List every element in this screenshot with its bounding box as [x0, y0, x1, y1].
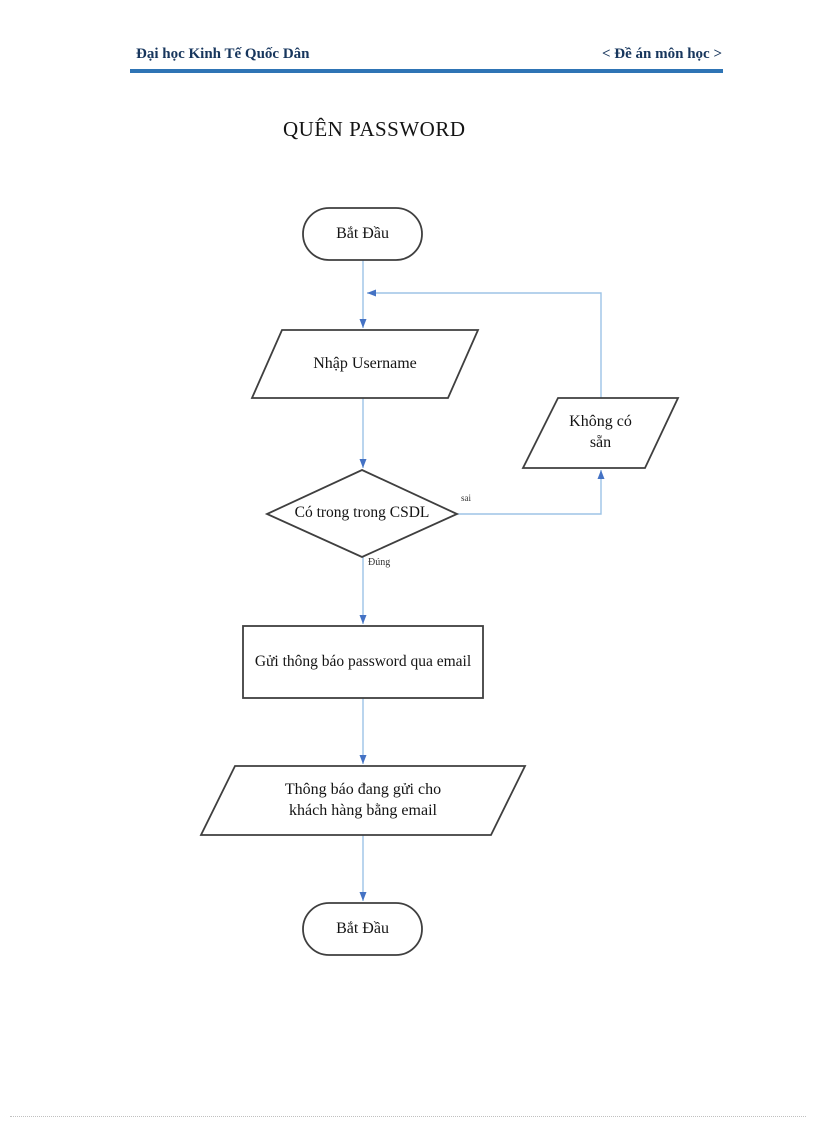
start-terminator-shape [302, 207, 423, 261]
header-left-text: Đại học Kinh Tế Quốc Dân [136, 46, 310, 62]
decision-label: Có trong trong CSDL [294, 504, 430, 522]
page-bottom-divider [10, 1116, 806, 1117]
not-available-label-line1: Không có [569, 413, 632, 431]
notify-email-label-line1: Thông báo đang gửi cho [284, 780, 442, 798]
send-password-rectangle-shape [242, 625, 484, 699]
notify-email-label: Thông báo đang gửi cho khách hàng bằng e… [201, 766, 525, 835]
header-rule [130, 69, 723, 73]
not-available-parallelogram-shape [521, 397, 680, 469]
edge-label-true: Đúng [368, 557, 391, 568]
edge-label-false: sai [461, 493, 471, 503]
connector-decision-to-notavailable [457, 470, 605, 515]
input-username-parallelogram-shape [250, 329, 480, 399]
not-available-label: Không có sẵn [523, 398, 678, 468]
header-right-text: < Đề án môn học > [601, 46, 722, 62]
end-node-label: Bắt Đầu [336, 919, 389, 937]
connector-notavailable-feedback [367, 289, 602, 398]
notify-email-label-line2: khách hàng bằng email [289, 801, 437, 819]
not-available-label-line2: sẵn [589, 434, 612, 451]
notify-email-parallelogram-shape [199, 765, 527, 836]
send-password-label: Gửi thông báo password qua email [254, 652, 472, 670]
end-terminator-shape [302, 902, 423, 956]
page-title: QUÊN PASSWORD [283, 117, 466, 141]
start-node-label: Bắt Đầu [336, 224, 389, 242]
input-username-label: Nhập Username [313, 354, 417, 372]
decision-diamond-shape [264, 469, 460, 558]
